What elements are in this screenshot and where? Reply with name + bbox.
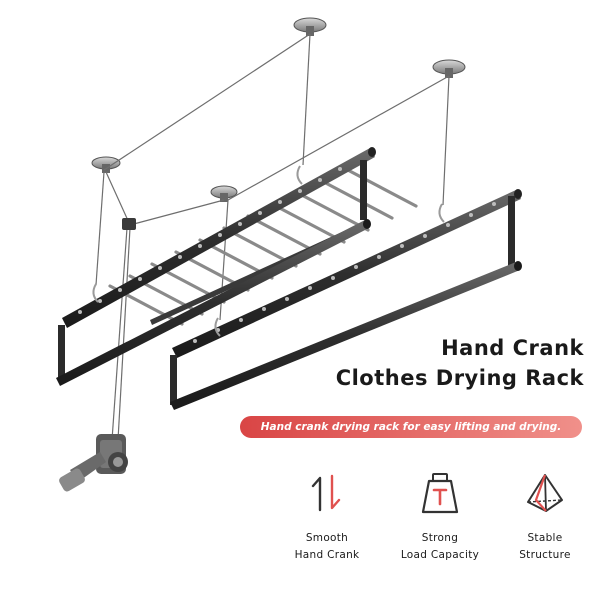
feature-label-line1: Strong xyxy=(421,532,459,544)
cables xyxy=(95,33,450,441)
tagline-banner: Hand crank drying rack for easy lifting … xyxy=(240,416,582,438)
feature-label-line2: Structure xyxy=(519,549,571,561)
pyramid-icon xyxy=(527,474,563,512)
feature-smooth-hand-crank: Smooth Hand Crank xyxy=(272,470,382,564)
pulley-clip xyxy=(122,218,136,230)
page-title-line2: Clothes Drying Rack xyxy=(335,366,584,390)
feature-label-line1: Smooth xyxy=(305,532,349,544)
feature-stable-structure: Stable Structure xyxy=(490,470,600,564)
ceiling-mounts xyxy=(91,17,466,202)
page-title-line1: Hand Crank xyxy=(441,336,584,360)
feature-label-line1: Stable xyxy=(527,532,563,544)
up-down-arrows-icon xyxy=(311,474,341,512)
feature-label-line2: Load Capacity xyxy=(400,549,480,561)
feature-strong-load-capacity: Strong Load Capacity xyxy=(385,470,495,564)
feature-label-line2: Hand Crank xyxy=(294,549,360,561)
rack-frame xyxy=(56,147,522,410)
hand-crank-winder xyxy=(59,434,128,492)
weight-icon xyxy=(421,473,459,514)
